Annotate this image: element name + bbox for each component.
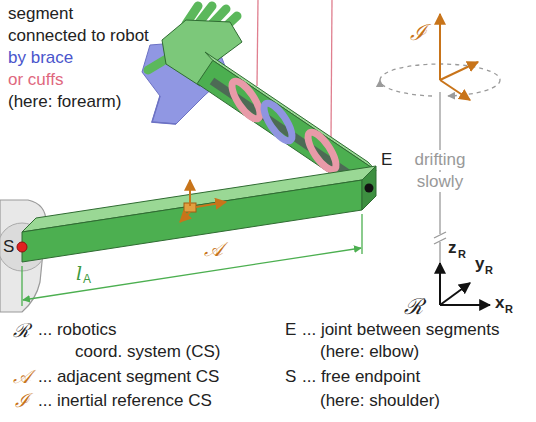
axis-label: z	[448, 238, 457, 258]
length-dimension	[23, 248, 361, 300]
robotics-frame	[440, 304, 490, 306]
robotics-frame	[439, 263, 441, 305]
adjacent-frame	[189, 180, 191, 206]
dimension-subscript: A	[83, 272, 91, 286]
drift-note: drifting	[412, 150, 467, 170]
drift-ellipse	[380, 80, 432, 96]
length-dimension	[22, 214, 362, 306]
callout-text: segment	[8, 4, 73, 24]
inertial-frame	[440, 14, 478, 100]
frame-symbol: 𝒜	[204, 237, 223, 261]
inertial-frame	[439, 14, 441, 80]
frame-symbol: ℐ	[410, 20, 426, 46]
frame-symbol: ℛ	[404, 294, 423, 320]
key-symbol: S	[285, 367, 296, 387]
callout-text: by brace	[8, 48, 73, 68]
drift-note: slowly	[415, 172, 465, 192]
point-label: S	[3, 237, 14, 257]
shoulder-dot	[17, 242, 27, 252]
key-text: ... adjacent segment CS	[38, 367, 219, 387]
drift-ellipse	[448, 80, 500, 96]
robotics-frame	[440, 283, 470, 305]
frame-link-line	[439, 242, 440, 262]
cuff-strings	[331, 0, 332, 138]
elbow-dot	[365, 184, 374, 193]
cuff-strings	[257, 0, 258, 86]
key-text: ... free endpoint	[302, 367, 420, 387]
inertial-frame	[440, 62, 478, 80]
key-text: (here: elbow)	[320, 342, 419, 362]
length-dimension	[21, 266, 22, 306]
point-label: E	[381, 150, 392, 170]
adjacent-frame	[196, 202, 226, 207]
key-symbol: ℛ	[13, 319, 30, 342]
inertial-frame	[440, 80, 470, 100]
robot-brace	[152, 96, 176, 124]
key-symbol: ℐ	[15, 389, 29, 412]
key-text: ... joint between segments	[302, 320, 500, 340]
axis-label: x	[495, 293, 504, 313]
axis-label: y	[475, 254, 484, 274]
cuffs	[227, 77, 265, 122]
adjacent-frame	[180, 180, 226, 222]
upper-arm-segment	[362, 166, 376, 210]
cuffs	[303, 128, 341, 173]
key-text: ... inertial reference CS	[38, 391, 212, 411]
callout-text: (here: forearm)	[8, 92, 121, 112]
key-text: (here: shoulder)	[320, 391, 440, 411]
adjacent-frame	[180, 212, 190, 222]
length-dimension	[361, 214, 362, 254]
cuffs	[259, 99, 297, 144]
upper-arm-segment	[22, 180, 362, 262]
dimension-label: l	[76, 262, 82, 285]
cuffs	[227, 77, 341, 173]
key-text: coord. system (CS)	[75, 342, 220, 362]
key-text: ... robotics	[38, 320, 116, 340]
axis-subscript: R	[505, 303, 513, 316]
callout-text: or cuffs	[8, 70, 63, 90]
axis-subscript: R	[485, 264, 493, 277]
key-symbol: 𝒜	[13, 365, 31, 388]
callout-text: connected to robot	[8, 26, 149, 46]
frame-link-line	[434, 232, 446, 238]
axis-subscript: R	[458, 248, 466, 261]
upper-arm-segment	[22, 166, 376, 262]
key-symbol: E	[285, 320, 296, 340]
